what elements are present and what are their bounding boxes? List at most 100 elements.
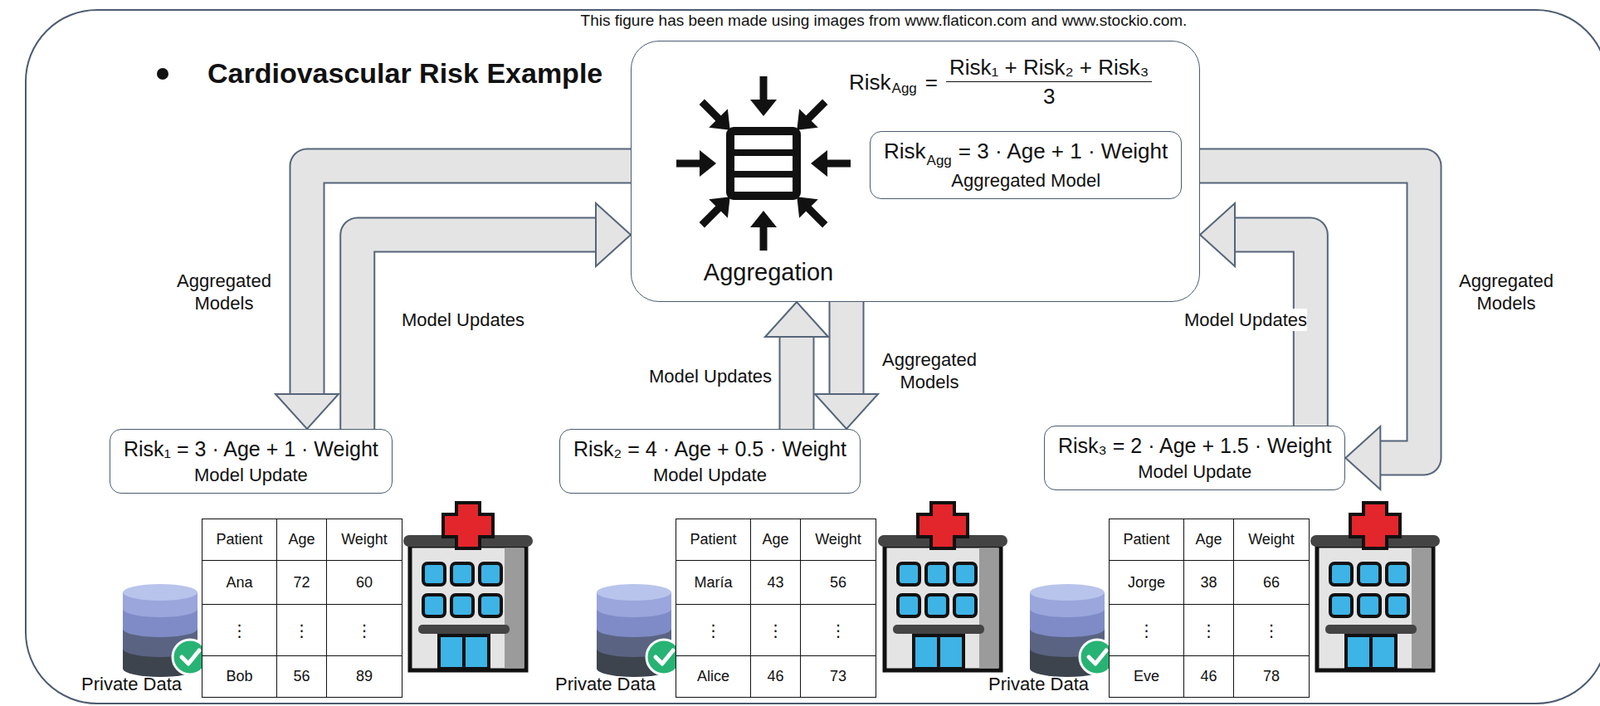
- table-cell: 66: [1234, 560, 1310, 605]
- table-cell: 46: [751, 656, 801, 698]
- arrow-label: Aggregated Models: [871, 348, 988, 394]
- data-caption: Private Data: [988, 673, 1089, 696]
- aggregation-icon: [676, 76, 851, 251]
- table-row: PatientAgeWeight: [202, 519, 403, 561]
- table-cell: Eve: [1109, 656, 1185, 698]
- table-header: Patient: [1109, 519, 1185, 561]
- table-cell: ⋮: [202, 604, 278, 657]
- block-arrow: [275, 165, 631, 430]
- box-caption: Model Update: [1058, 459, 1332, 485]
- data-caption: Private Data: [555, 673, 656, 696]
- table-cell: María: [676, 560, 752, 605]
- table-row: Bob5689: [202, 656, 403, 698]
- table-header: Age: [751, 519, 801, 561]
- table-header: Patient: [202, 519, 278, 561]
- arrow-label: Model Updates: [1165, 308, 1308, 332]
- table-cell: ⋮: [326, 604, 403, 657]
- arrow-label: Aggregated Models: [1448, 269, 1565, 315]
- table-header: Age: [277, 519, 327, 561]
- block-arrow: [357, 203, 631, 430]
- formula-text: Risk: [883, 138, 927, 164]
- formula-text: =: [925, 69, 938, 95]
- table-row: ⋮⋮⋮: [202, 604, 403, 657]
- hospital-icon: [403, 502, 533, 671]
- fraction-numerator: Risk₁ + Risk₂ + Risk₃: [946, 54, 1152, 83]
- table-cell: 73: [800, 656, 877, 698]
- database-icon: [596, 584, 682, 678]
- arrow-label: Model Updates: [639, 365, 772, 388]
- panel-heading: Aggregation: [664, 257, 873, 288]
- table-cell: ⋮: [1109, 604, 1185, 657]
- table-cell: 72: [277, 560, 327, 605]
- table-cell: ⋮: [277, 604, 327, 657]
- table-cell: Alice: [676, 656, 752, 698]
- formula-text: Risk₂ = 4 · Age + 0.5 · Weight: [573, 434, 847, 464]
- table-cell: ⋮: [751, 604, 801, 657]
- model-update-box: Risk₂ = 4 · Age + 0.5 · WeightModel Upda…: [559, 429, 861, 494]
- data-caption: Private Data: [81, 673, 182, 696]
- table-row: Ana7260: [202, 560, 403, 605]
- table-row: PatientAgeWeight: [1109, 519, 1310, 561]
- diagram-title: Cardiovascular Risk Example: [207, 55, 603, 91]
- table-cell: ⋮: [800, 604, 877, 657]
- formula-text: Risk₁ = 3 · Age + 1 · Weight: [123, 434, 379, 464]
- patient-table: PatientAgeWeightJorge3866⋮⋮⋮Eve4678: [1108, 518, 1310, 698]
- hospital-icon: [1310, 502, 1440, 671]
- table-header: Patient: [676, 519, 752, 561]
- fraction: Risk₁ + Risk₂ + Risk₃3: [946, 54, 1152, 109]
- table-cell: 43: [751, 560, 801, 605]
- table-header: Weight: [800, 519, 877, 561]
- table-cell: 56: [277, 656, 327, 698]
- hospital-icon: [878, 502, 1008, 671]
- formula-text: Risk: [848, 69, 892, 95]
- frame-outline: [25, 9, 1600, 704]
- block-arrow: [814, 302, 879, 430]
- table-cell: 60: [326, 560, 403, 605]
- box-caption: Model Update: [123, 463, 379, 488]
- table-cell: Bob: [202, 656, 278, 698]
- table-header: Weight: [326, 519, 403, 561]
- model-update-box: Risk₃ = 2 · Age + 1.5 · WeightModel Upda…: [1043, 425, 1346, 491]
- arrow-label: Model Updates: [401, 308, 543, 332]
- table-header: Age: [1184, 519, 1235, 561]
- patient-table: PatientAgeWeightMaría4356⋮⋮⋮Alice4673: [675, 518, 877, 698]
- table-cell: 46: [1184, 656, 1235, 698]
- formula-text: Risk₃ = 2 · Age + 1.5 · Weight: [1058, 431, 1332, 460]
- table-row: ⋮⋮⋮: [676, 604, 877, 657]
- database-icon: [1029, 584, 1115, 678]
- table-cell: 56: [800, 560, 877, 605]
- table-cell: Jorge: [1109, 560, 1185, 605]
- fraction-denominator: 3: [1043, 82, 1055, 109]
- table-cell: ⋮: [1234, 604, 1310, 657]
- table-header: Weight: [1234, 519, 1310, 561]
- table-cell: 89: [326, 656, 403, 698]
- table-cell: Ana: [202, 560, 278, 605]
- table-cell: 38: [1184, 560, 1235, 605]
- aggregated-model-box: RiskAgg = 3 · Age + 1 · WeightAggregated …: [869, 131, 1182, 200]
- table-cell: ⋮: [1184, 604, 1235, 657]
- model-update-box: Risk₁ = 3 · Age + 1 · WeightModel Update: [109, 429, 393, 494]
- table-cell: 78: [1234, 656, 1310, 698]
- formula-subscript: Agg: [892, 76, 918, 102]
- table-row: ⋮⋮⋮: [1109, 604, 1310, 657]
- formula-subscript: Agg: [926, 152, 952, 169]
- source-note: This figure has been made using images f…: [497, 11, 1270, 30]
- block-arrow: [765, 302, 829, 430]
- database-icon: [122, 584, 208, 678]
- formula-text: = 3 · Age + 1 · Weight: [958, 138, 1168, 164]
- formula-line: RiskAgg = 3 · Age + 1 · Weight: [883, 136, 1168, 169]
- table-row: María4356: [676, 560, 877, 605]
- table-cell: ⋮: [676, 604, 752, 657]
- arrow-label: Aggregated Models: [165, 269, 283, 315]
- average-formula: RiskAgg = Risk₁ + Risk₂ + Risk₃3: [848, 54, 1152, 109]
- table-row: Eve4678: [1109, 656, 1310, 698]
- title-bullet: [156, 68, 169, 80]
- box-caption: Model Update: [573, 463, 847, 488]
- table-row: Jorge3866: [1109, 560, 1310, 605]
- box-caption: Aggregated Model: [883, 168, 1168, 194]
- aggregation-panel: RiskAgg=Risk₁ + Risk₂ + Risk₃3Aggregatio…: [630, 40, 1200, 303]
- table-row: Alice4673: [676, 656, 877, 698]
- patient-table: PatientAgeWeightAna7260⋮⋮⋮Bob5689: [201, 518, 403, 698]
- table-row: PatientAgeWeight: [676, 519, 877, 561]
